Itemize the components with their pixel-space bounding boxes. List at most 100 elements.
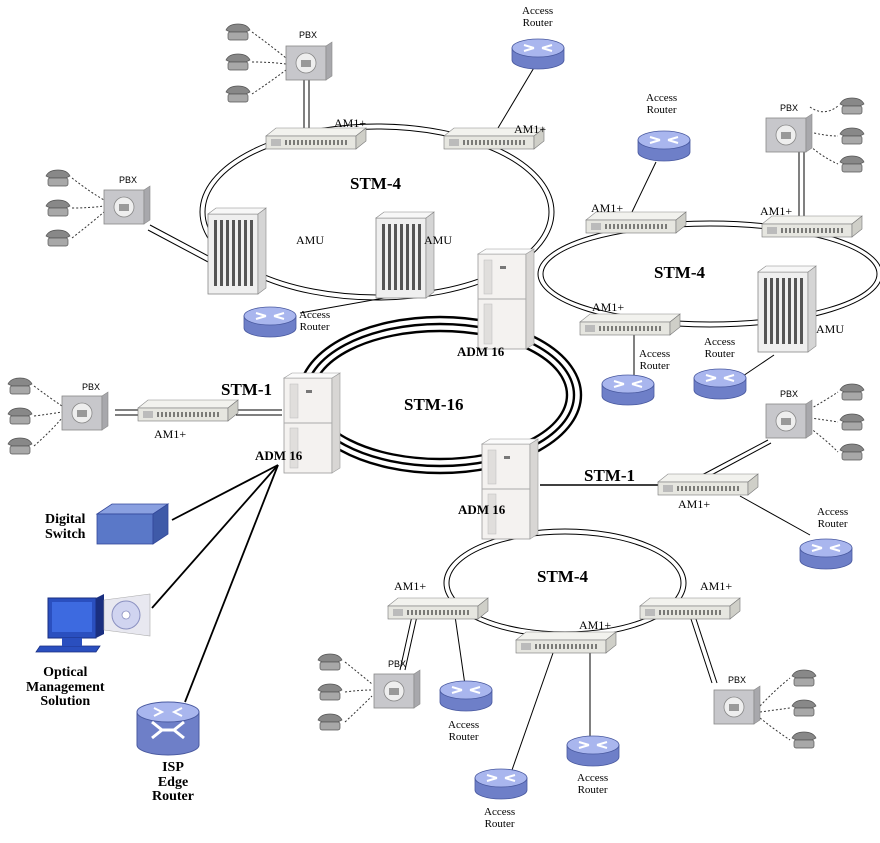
amu-chassis-icon bbox=[757, 265, 817, 353]
access-router-icon bbox=[474, 768, 528, 800]
phone-icon bbox=[45, 199, 71, 217]
link-label-stm1-left: STM-1 bbox=[221, 380, 272, 399]
access-router-label-line1: Access bbox=[484, 806, 516, 818]
amu-chassis-icon bbox=[207, 207, 267, 295]
access-router-label-line1: Access bbox=[817, 506, 849, 518]
phone-icon bbox=[317, 713, 343, 731]
adm16-cabinet-icon bbox=[477, 248, 535, 350]
am1-label: AM1+ bbox=[394, 579, 427, 593]
am1-switch-icon bbox=[137, 399, 239, 422]
ring-label-stm4-right: STM-4 bbox=[654, 263, 705, 282]
amu-label: AMU bbox=[296, 233, 325, 247]
access-router-label-line2: Router bbox=[448, 730, 479, 743]
isp-edge-router-icon bbox=[136, 701, 200, 756]
access-router-icon bbox=[799, 538, 853, 570]
access-router-label-line2: Router bbox=[484, 817, 515, 830]
am1-switch-icon bbox=[761, 215, 863, 238]
access-router-icon bbox=[693, 368, 747, 400]
phone-icon bbox=[839, 97, 865, 115]
access-router-label-line1: Access bbox=[448, 719, 480, 731]
ring-label-stm4-bottom: STM-4 bbox=[537, 567, 588, 586]
access-router-label-line1: Access bbox=[577, 772, 609, 784]
phone-icon bbox=[225, 53, 251, 71]
digital-switch-icon bbox=[95, 503, 170, 545]
access-router-label-line1: Access bbox=[646, 92, 678, 104]
adm16-cabinet-icon bbox=[481, 438, 539, 540]
optical-management-label-line1: Optical bbox=[43, 665, 88, 680]
pbx-label: PBX bbox=[728, 675, 747, 685]
am1-switch-icon bbox=[639, 597, 741, 620]
phone-icon bbox=[839, 155, 865, 173]
am1-label: AM1+ bbox=[334, 116, 367, 130]
phone-icon bbox=[45, 169, 71, 187]
access-router-icon bbox=[243, 306, 297, 338]
phone-icon bbox=[45, 229, 71, 247]
phone-icon bbox=[791, 731, 817, 749]
pbx-icon bbox=[713, 685, 761, 725]
access-router-label-line1: Access bbox=[704, 336, 736, 348]
pbx-label: PBX bbox=[82, 382, 101, 392]
am1-switch-icon bbox=[387, 597, 489, 620]
access-router-icon bbox=[439, 680, 493, 712]
phone-icon bbox=[839, 383, 865, 401]
phone-icon bbox=[791, 669, 817, 687]
amu-chassis-icon bbox=[375, 211, 435, 299]
pbx-icon bbox=[61, 391, 109, 431]
access-router-label-line2: Router bbox=[299, 320, 330, 333]
access-router-icon bbox=[637, 130, 691, 162]
isp-edge-router-label-line2: Edge bbox=[157, 774, 189, 790]
phone-icon bbox=[839, 443, 865, 461]
phone-icon bbox=[7, 437, 33, 455]
ring-label-stm16: STM-16 bbox=[404, 395, 464, 414]
digital-switch-label-line2: Switch bbox=[45, 526, 86, 542]
am1-switch-icon bbox=[265, 127, 367, 150]
optical-management-label-line2: Management bbox=[26, 679, 105, 695]
pbx-label: PBX bbox=[780, 389, 799, 399]
isp-edge-router-label-line1: ISP bbox=[162, 760, 184, 775]
phone-icon bbox=[7, 377, 33, 395]
phone-icon bbox=[225, 23, 251, 41]
digital-switch-label-line1: Digital bbox=[45, 512, 86, 527]
am1-label: AM1+ bbox=[591, 201, 624, 215]
access-router-icon bbox=[601, 374, 655, 406]
pbx-label: PBX bbox=[388, 659, 407, 669]
pbx-label: PBX bbox=[119, 175, 138, 185]
access-router-label-line2: Router bbox=[522, 16, 553, 29]
access-router-label-line2: Router bbox=[704, 347, 735, 360]
access-router-icon bbox=[566, 735, 620, 767]
phone-icon bbox=[225, 85, 251, 103]
adm16-label: ADM 16 bbox=[457, 344, 505, 359]
am1-switch-icon bbox=[515, 631, 617, 654]
access-router-label-line1: Access bbox=[639, 348, 671, 360]
am1-switch-icon bbox=[657, 473, 759, 496]
phone-icon bbox=[839, 127, 865, 145]
phone-icon bbox=[317, 653, 343, 671]
am1-label: AM1+ bbox=[154, 427, 187, 441]
access-router-label-line2: Router bbox=[639, 359, 670, 372]
am1-label: AM1+ bbox=[760, 204, 793, 218]
ring-label-stm4-top: STM-4 bbox=[350, 174, 401, 193]
am1-label: AM1+ bbox=[678, 497, 711, 511]
am1-switch-icon bbox=[585, 211, 687, 234]
am1-label: AM1+ bbox=[592, 300, 625, 314]
pbx-icon bbox=[765, 113, 813, 153]
phone-icon bbox=[7, 407, 33, 425]
adm16-label: ADM 16 bbox=[255, 448, 303, 463]
pbx-icon bbox=[285, 41, 333, 81]
access-router-label-line2: Router bbox=[577, 783, 608, 796]
amu-label: AMU bbox=[424, 233, 453, 247]
